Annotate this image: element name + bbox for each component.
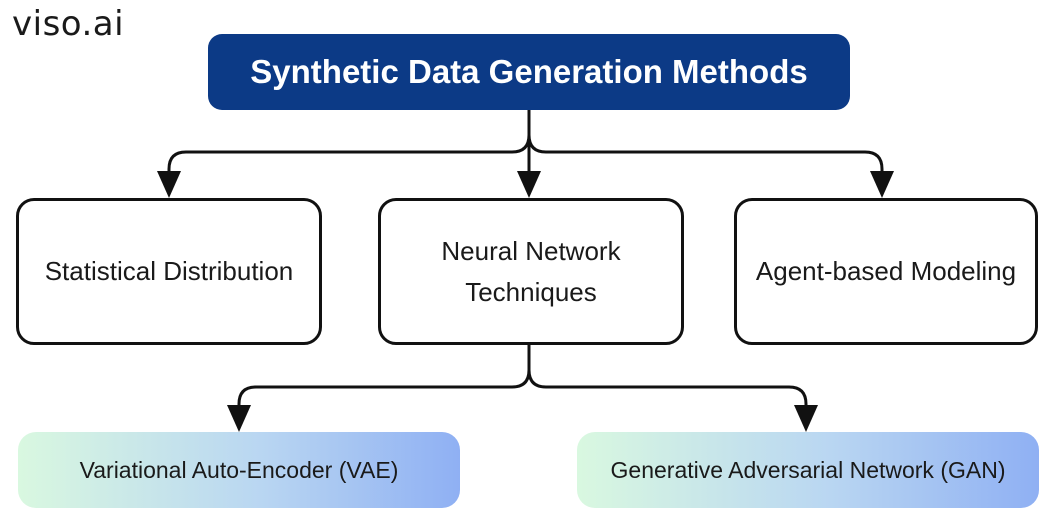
method-label-line2: Techniques [465, 276, 597, 307]
method-neural-network-techniques: Neural Network Techniques [378, 198, 684, 345]
technique-label: Variational Auto-Encoder (VAE) [79, 456, 399, 483]
method-agent-based-modeling: Agent-based Modeling [734, 198, 1038, 345]
method-statistical-distribution: Statistical Distribution [16, 198, 322, 345]
method-label: Statistical Distribution [44, 256, 294, 287]
technique-vae: Variational Auto-Encoder (VAE) [18, 432, 460, 508]
method-label-line1: Neural Network [441, 236, 621, 267]
connector-neural-to-gan [527, 369, 818, 432]
method-label: Agent-based Modeling [755, 256, 1017, 287]
connector-root-to-statistical [157, 134, 531, 198]
root-node-label: Synthetic Data Generation Methods [250, 53, 808, 90]
root-node: Synthetic Data Generation Methods [208, 34, 850, 110]
viso-ai-logo: viso.ai [12, 4, 125, 44]
technique-gan: Generative Adversarial Network (GAN) [577, 432, 1039, 508]
connector-neural-to-vae [227, 345, 531, 432]
connector-root-to-agent [527, 134, 894, 198]
technique-label: Generative Adversarial Network (GAN) [610, 456, 1006, 483]
